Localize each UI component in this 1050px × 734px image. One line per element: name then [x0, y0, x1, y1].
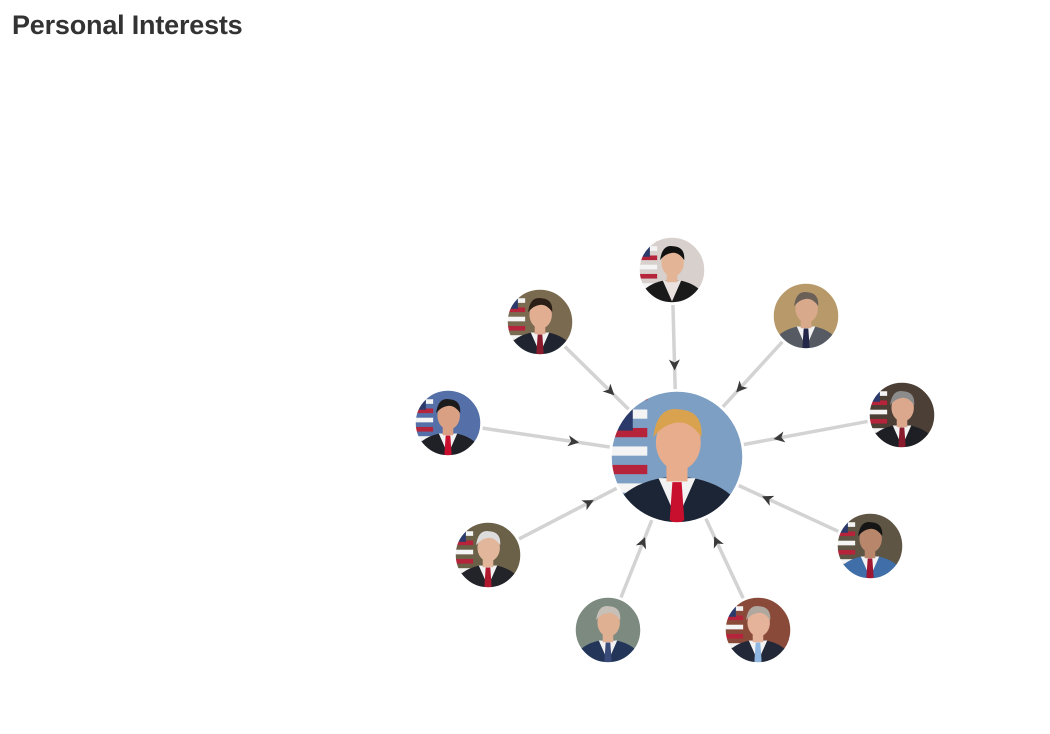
arrow-icon — [567, 435, 580, 447]
person-bottom-right-node[interactable] — [723, 596, 792, 689]
node-ring — [836, 512, 904, 580]
link-person-lower-right — [738, 483, 839, 533]
arrow-icon — [602, 383, 615, 396]
person-lower-right-node[interactable] — [835, 512, 904, 605]
link-person-top — [668, 304, 680, 390]
person-left-node[interactable] — [413, 389, 482, 482]
arrow-icon — [581, 500, 594, 511]
arrow-icon — [736, 380, 748, 393]
link-line — [704, 517, 745, 600]
person-upper-right-node[interactable] — [771, 282, 840, 375]
person-lower-right-portrait — [837, 513, 903, 579]
link-line — [518, 486, 618, 541]
person-upper-left-node[interactable] — [505, 288, 574, 381]
link-person-bottom-right — [704, 517, 745, 600]
link-person-left — [482, 426, 610, 449]
link-line — [563, 345, 630, 411]
link-line — [721, 340, 784, 409]
link-person-upper-right — [721, 340, 784, 409]
arrow-icon — [713, 536, 724, 549]
person-right-portrait — [869, 382, 935, 448]
center-person-node[interactable] — [608, 390, 747, 576]
node-ring — [610, 390, 744, 524]
links-layer — [482, 304, 868, 600]
link-person-upper-left — [563, 345, 630, 411]
link-line — [671, 304, 677, 390]
person-bottom-portrait — [575, 597, 641, 663]
arrow-icon — [635, 537, 647, 550]
person-left-portrait — [415, 390, 481, 456]
node-ring — [506, 288, 574, 356]
arrow-icon — [773, 431, 786, 443]
person-bottom-node[interactable] — [573, 596, 642, 689]
person-right-node[interactable] — [867, 381, 936, 474]
person-lower-left-node[interactable] — [453, 521, 522, 614]
node-ring — [414, 389, 482, 457]
person-bottom-right-portrait — [725, 597, 791, 663]
link-person-right — [743, 419, 868, 447]
node-ring — [724, 596, 792, 664]
nodes-layer — [413, 236, 936, 689]
node-ring — [454, 521, 522, 589]
link-line — [738, 483, 839, 533]
arrow-icon — [762, 495, 775, 506]
node-ring — [638, 236, 706, 304]
link-person-lower-left — [518, 486, 618, 541]
page-title: Personal Interests — [12, 10, 243, 40]
node-ring — [574, 596, 642, 664]
node-ring — [772, 282, 840, 350]
link-line — [743, 419, 868, 447]
person-lower-left-portrait — [455, 522, 521, 588]
person-upper-left-portrait — [507, 289, 573, 355]
center-person-portrait — [611, 391, 743, 523]
link-line — [482, 426, 610, 449]
node-ring — [868, 381, 936, 449]
link-person-bottom — [619, 519, 654, 599]
arrow-icon — [668, 359, 680, 371]
link-line — [619, 519, 654, 599]
person-upper-right-portrait — [773, 283, 839, 349]
